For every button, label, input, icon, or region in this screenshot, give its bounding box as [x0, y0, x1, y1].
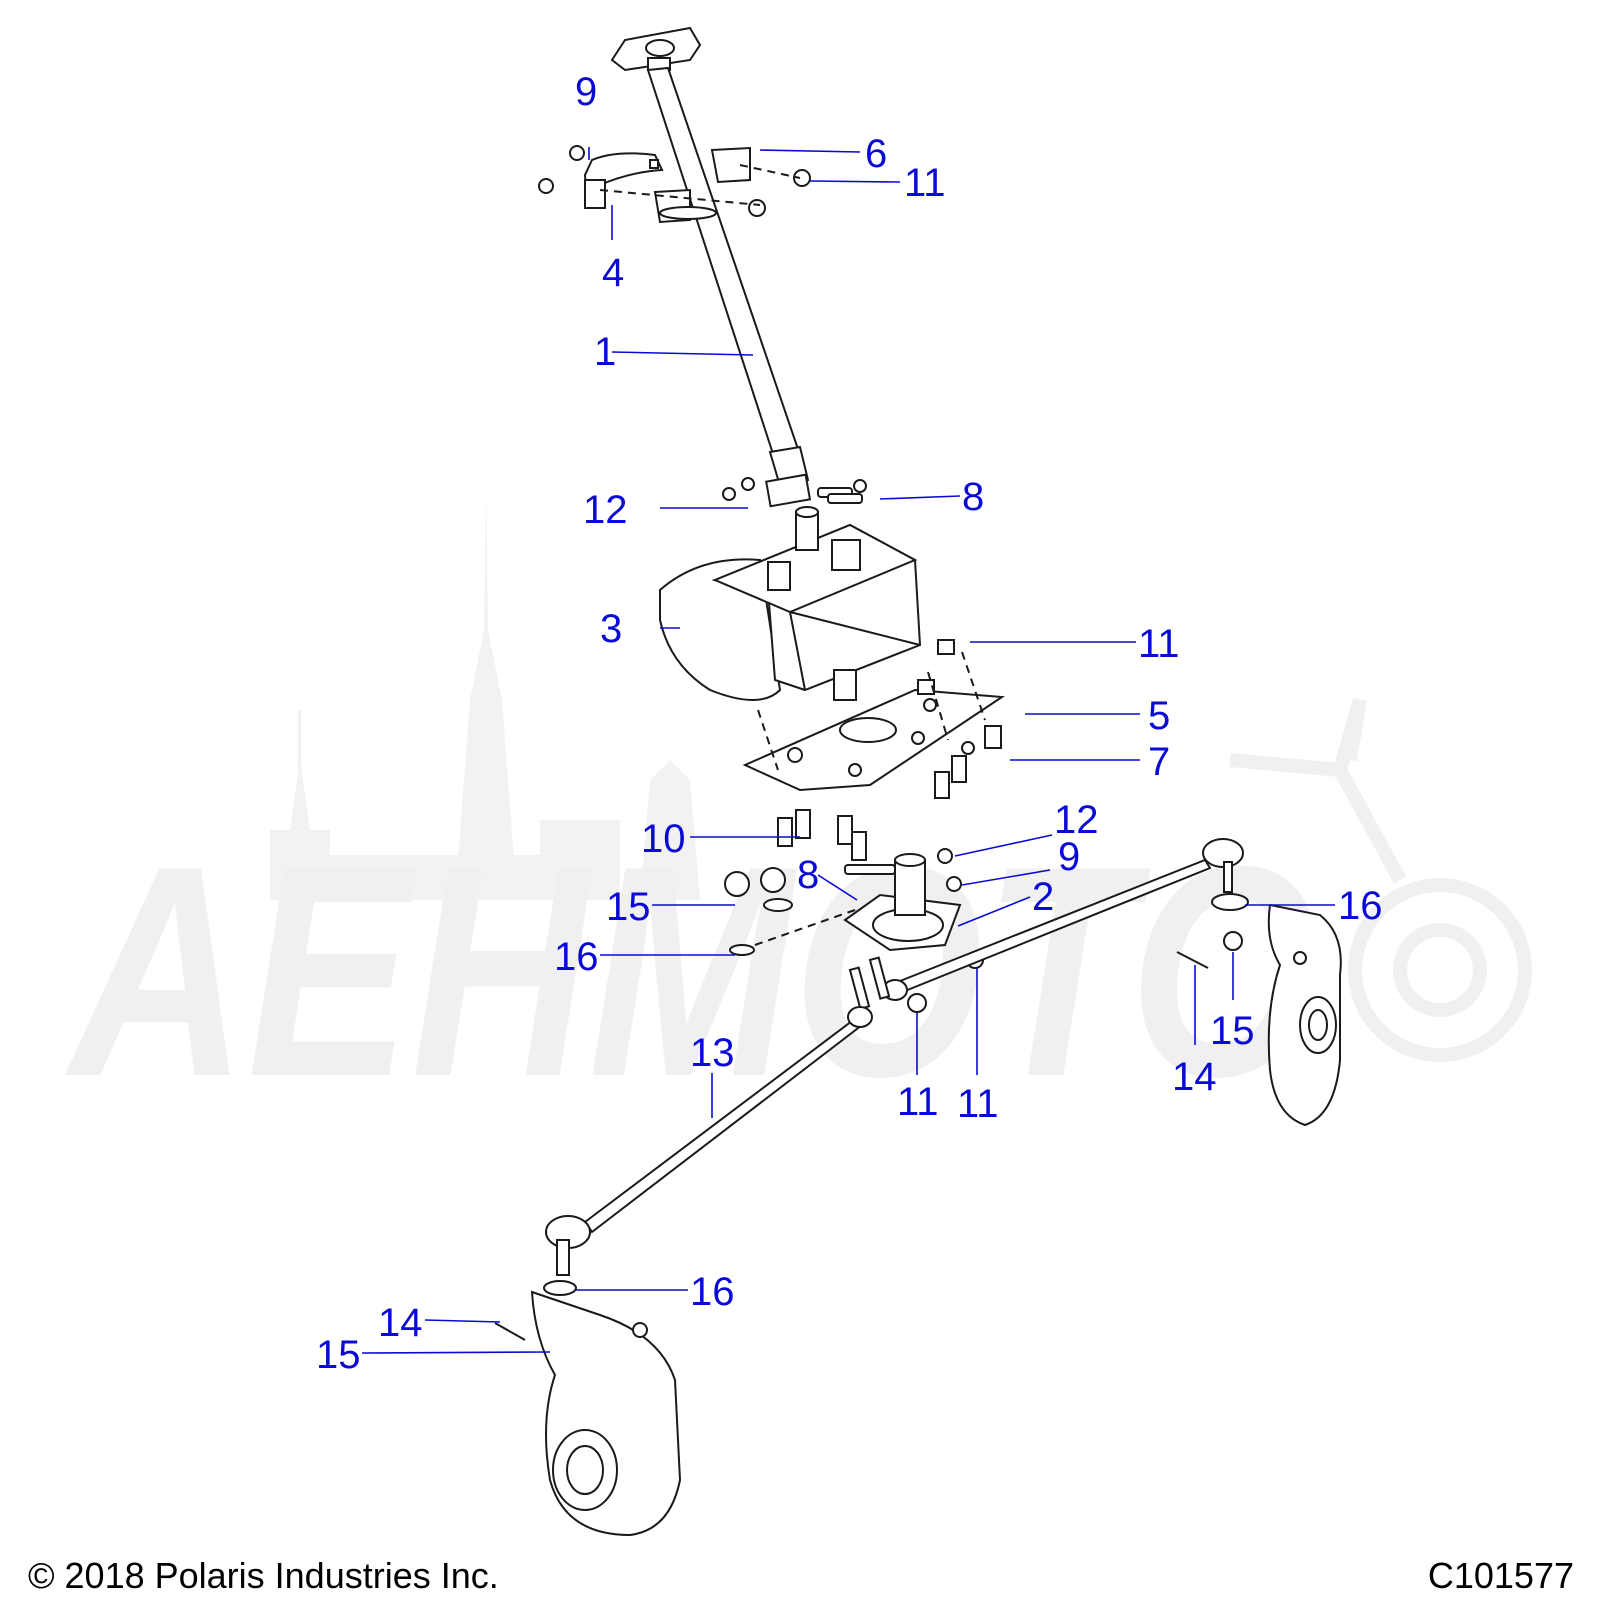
leader-lines — [361, 147, 1335, 1354]
power-steering-unit — [659, 506, 922, 701]
cotter-pins — [494, 951, 1209, 1341]
mounting-plate — [742, 688, 1005, 792]
steering-shaft — [646, 66, 812, 508]
callout-14-left: 14 — [378, 1301, 423, 1345]
callout-9-lower: 9 — [1058, 835, 1080, 879]
callout-11-top: 11 — [904, 161, 946, 205]
callouts: 1 2 3 4 5 6 7 8 8 9 9 10 11 11 11 11 12 … — [316, 70, 1383, 1377]
knuckle-left — [530, 1290, 682, 1537]
watermark-motorcycle — [1229, 698, 1532, 1062]
shaft-clamp-left — [583, 152, 664, 209]
callout-15-center: 15 — [606, 885, 651, 929]
callout-16-left: 16 — [690, 1270, 735, 1314]
callout-8-lower: 8 — [797, 853, 819, 897]
callout-11-tierod-right: 11 — [957, 1082, 999, 1126]
callout-11-plate: 11 — [1138, 622, 1180, 666]
callout-12-upper: 12 — [583, 488, 628, 532]
watermark-text: AEHMOTO — [62, 803, 1320, 1139]
callout-4: 4 — [602, 251, 624, 295]
steering-arm — [843, 848, 962, 952]
callout-16-right: 16 — [1338, 884, 1383, 928]
callout-14-right: 14 — [1172, 1055, 1217, 1099]
line-art — [494, 26, 1342, 1537]
callout-12-lower: 12 — [1054, 798, 1099, 842]
callout-11-tierod-left: 11 — [897, 1080, 939, 1124]
callout-15-left: 15 — [316, 1333, 361, 1377]
tie-rod-left — [545, 1006, 873, 1276]
callout-2: 2 — [1032, 875, 1054, 919]
assembly-guides — [599, 164, 986, 946]
steering-shaft-top-mount — [610, 26, 702, 72]
top-hardware — [538, 145, 867, 504]
callout-3: 3 — [600, 607, 622, 651]
callout-15-right: 15 — [1210, 1009, 1255, 1053]
callout-13: 13 — [690, 1031, 735, 1075]
callout-1: 1 — [594, 330, 616, 374]
plate-bolts — [777, 639, 1002, 861]
callout-5: 5 — [1148, 694, 1170, 738]
callout-8-upper: 8 — [962, 475, 984, 519]
callout-9-upper: 9 — [575, 70, 597, 114]
callout-10: 10 — [641, 817, 686, 861]
watermark: AEHMOTO — [62, 490, 1532, 1139]
tie-rod-right — [848, 838, 1244, 1010]
knuckle-right — [1267, 903, 1342, 1127]
drawing-number: C101577 — [1427, 1555, 1574, 1596]
callout-7: 7 — [1148, 740, 1170, 784]
watermark-skyline — [270, 490, 700, 900]
copyright-notice: © 2018 Polaris Industries Inc. — [28, 1555, 499, 1596]
shaft-clamp-right — [653, 146, 751, 224]
callout-6: 6 — [865, 132, 887, 176]
callout-16-center: 16 — [554, 935, 599, 979]
